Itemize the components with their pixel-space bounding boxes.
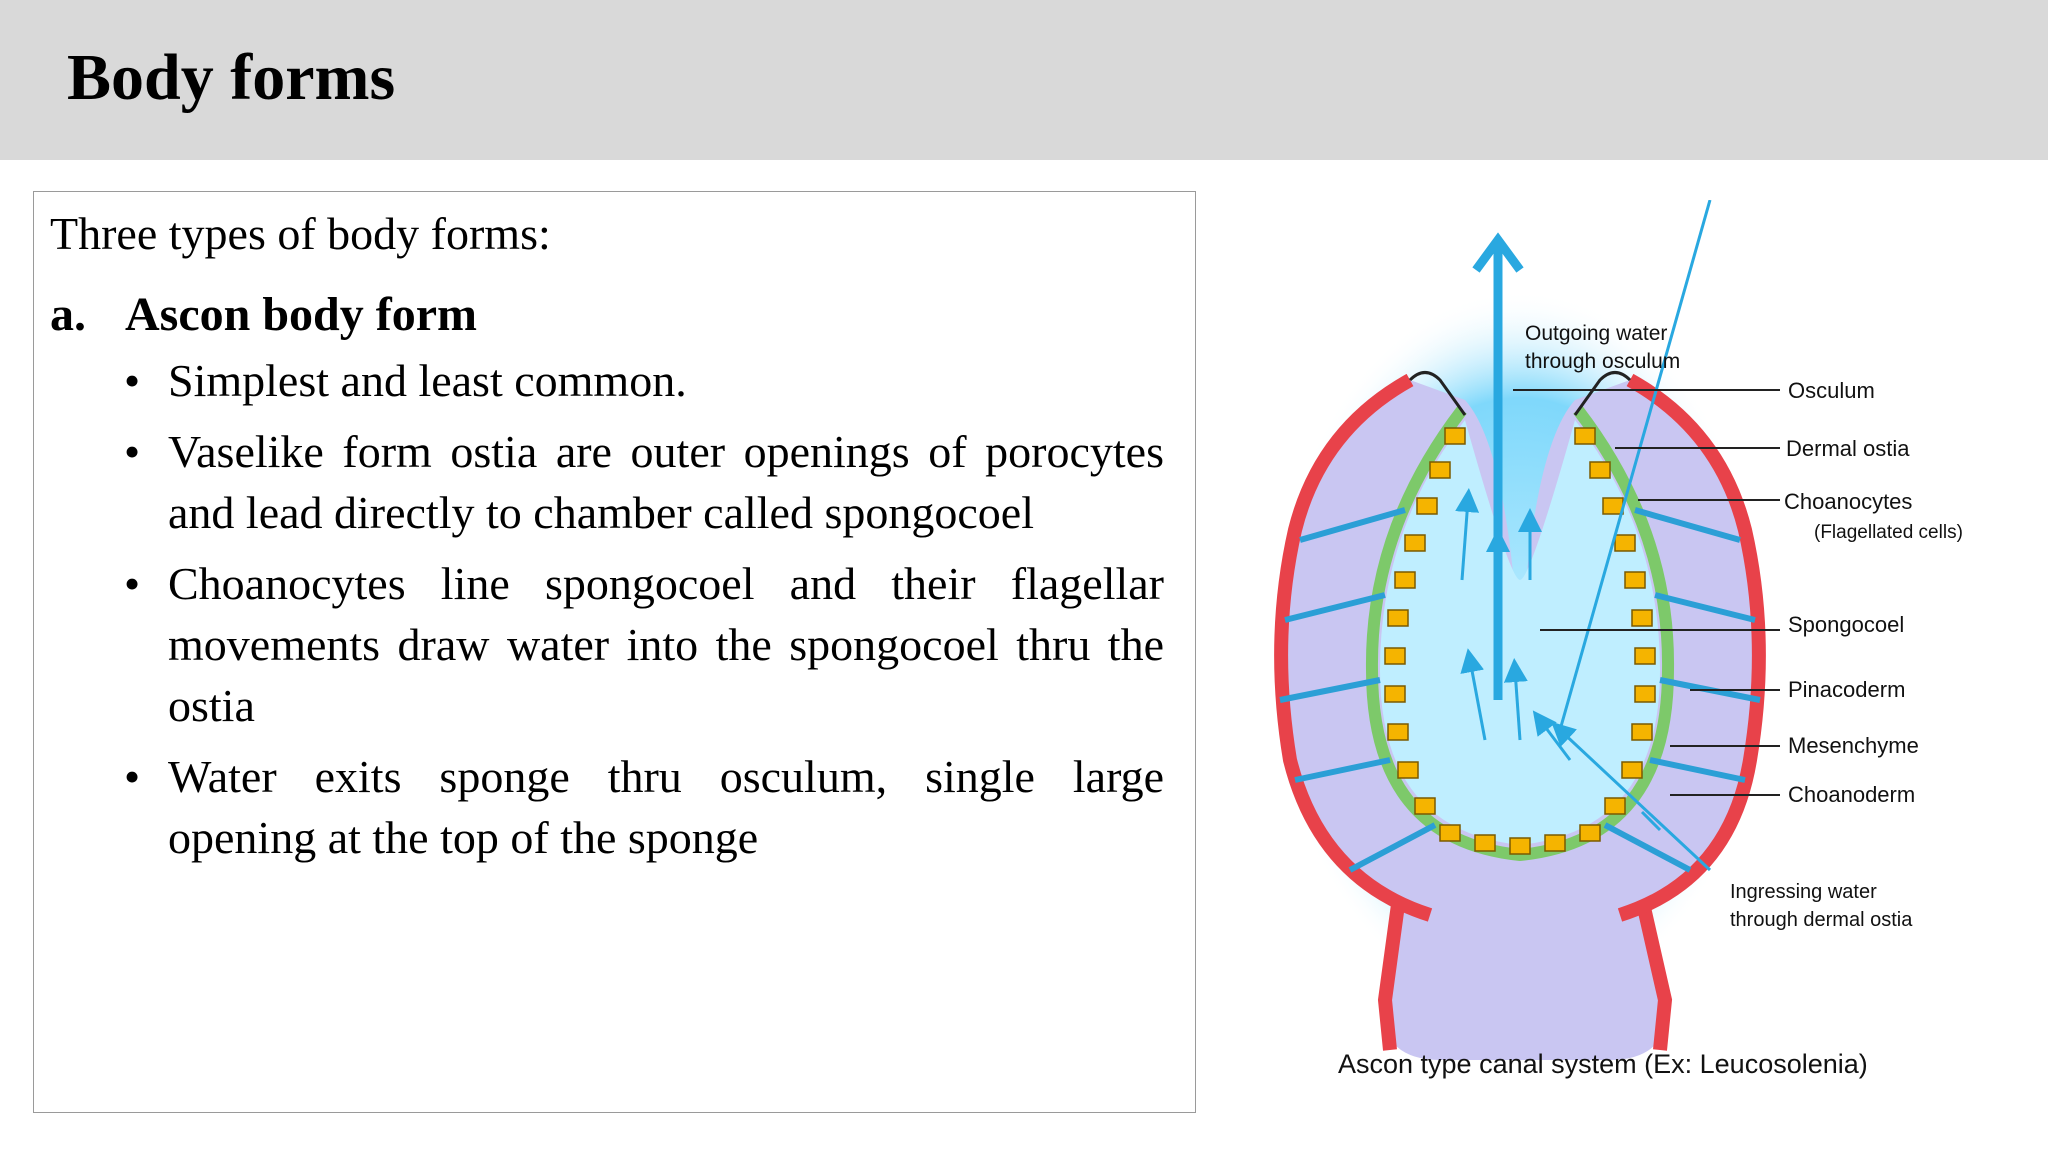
ascon-diagram-svg: Outgoing water through osculum Osculum D… bbox=[1270, 200, 1963, 1079]
pinacoderm-left bbox=[1274, 373, 1433, 922]
bullet-item: • Simplest and least common. bbox=[124, 350, 1164, 411]
ingress-water-arrow-line bbox=[1551, 721, 1712, 872]
ingress-water-label-1: Ingressing water bbox=[1730, 881, 1877, 903]
pinacoderm-right bbox=[1617, 373, 1766, 922]
label-choanoderm: Choanoderm bbox=[1788, 782, 1915, 807]
ingress-arrow-2 bbox=[1640, 810, 1662, 832]
intro-text: Three types of body forms: bbox=[50, 208, 551, 259]
content-textbox: Three types of body forms: a. Ascon body … bbox=[33, 191, 1196, 1113]
choanocyte-cells bbox=[1384, 427, 1656, 855]
bullet-item: • Water exits sponge thru osculum, single… bbox=[124, 746, 1164, 868]
section-letter: a. bbox=[50, 288, 86, 341]
slide-header-bar bbox=[0, 0, 2048, 160]
bullet-dot: • bbox=[124, 355, 141, 406]
bullet-text: Simplest and least common. bbox=[168, 355, 687, 406]
slide-title: Body forms bbox=[67, 41, 396, 114]
outgoing-arrow-head bbox=[1472, 232, 1524, 273]
bullet-text: Vaselike form ostia are outer openings o… bbox=[168, 426, 1164, 538]
stalk-pinacoderm-right bbox=[1633, 888, 1673, 1051]
bullet-text: Choanocytes line spongocoel and their fl… bbox=[168, 558, 1164, 731]
leader-lines bbox=[1513, 389, 1780, 796]
label-osculum: Osculum bbox=[1788, 378, 1875, 403]
ingress-water-label-2: through dermal ostia bbox=[1730, 909, 1913, 931]
section-title: Ascon body form bbox=[125, 288, 478, 341]
label-spongocoel: Spongocoel bbox=[1788, 612, 1904, 637]
section-heading: a. Ascon body form bbox=[50, 286, 477, 344]
label-dermal-ostia: Dermal ostia bbox=[1786, 436, 1910, 461]
bullet-item: • Choanocytes line spongocoel and their f… bbox=[124, 553, 1164, 736]
label-pinacoderm: Pinacoderm bbox=[1788, 677, 1905, 702]
ingress-water-arrow bbox=[1558, 200, 1712, 731]
bullet-dot: • bbox=[124, 751, 141, 802]
osculum-rim-left bbox=[1408, 371, 1467, 416]
bullet-list: • Simplest and least common. • Vaselike fo… bbox=[124, 350, 1164, 878]
choanoderm-layer bbox=[1365, 406, 1675, 862]
stalk-pinacoderm-left bbox=[1377, 889, 1407, 1051]
label-flagellated: (Flagellated cells) bbox=[1814, 522, 1963, 543]
bullet-item: • Vaselike form ostia are outer openings … bbox=[124, 421, 1164, 543]
dermal-ostia bbox=[1279, 507, 1761, 873]
ascon-diagram: Outgoing water through osculum Osculum D… bbox=[1230, 200, 2030, 1100]
label-choanocytes: Choanocytes bbox=[1784, 489, 1912, 514]
diagram-caption: Ascon type canal system (Ex: Leucosoleni… bbox=[1338, 1049, 1868, 1079]
outgoing-water-label-1: Outgoing water bbox=[1525, 322, 1667, 345]
bullet-text: Water exits sponge thru osculum, single … bbox=[168, 751, 1164, 863]
spongocoel-cavity bbox=[1380, 420, 1660, 845]
label-mesenchyme: Mesenchyme bbox=[1788, 733, 1919, 758]
flow-arrows bbox=[1455, 488, 1572, 761]
bullet-dot: • bbox=[124, 558, 141, 609]
stalk-mesenchyme bbox=[1380, 900, 1670, 1060]
outgoing-water-label-2: through osculum bbox=[1525, 350, 1680, 373]
bullet-dot: • bbox=[124, 426, 141, 477]
osculum-rim-right bbox=[1573, 371, 1632, 416]
